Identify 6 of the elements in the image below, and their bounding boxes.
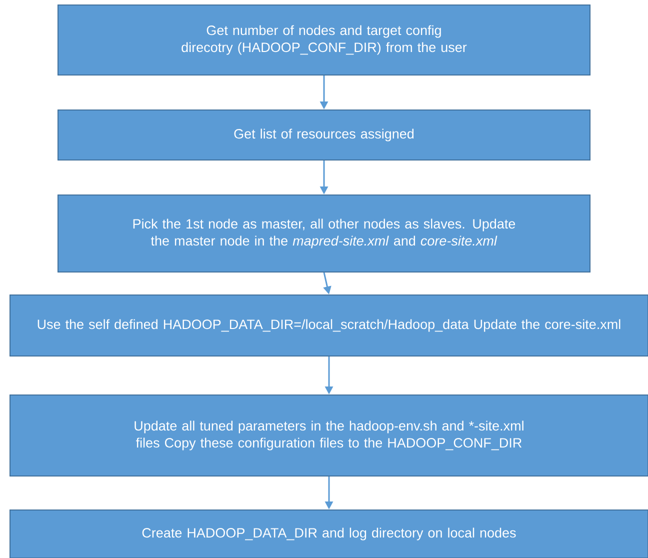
process-box: Pick the 1st node as master, all other nodes as slaves. Update the master node in the mapred-site.xml and core-site.xml — [58, 194, 590, 272]
process-box: Use the self defined HADOOP_DATA_DIR=/local_scratch/Hadoop_data Update the core-site.xml — [10, 294, 648, 356]
process-box: Get list of resources assigned — [58, 109, 590, 160]
process-box: Get number of nodes and target config direcotry (HADOOP_CONF_DIR) from the user — [58, 4, 590, 76]
process-box: Create HADOOP_DATA_DIR and log directory on local nodes — [10, 509, 648, 558]
process-box: Update all tuned parameters in the hadoop-env.sh and *-site.xml files Copy these configuration files to the HADOOP_CONF_DIR — [10, 394, 648, 476]
